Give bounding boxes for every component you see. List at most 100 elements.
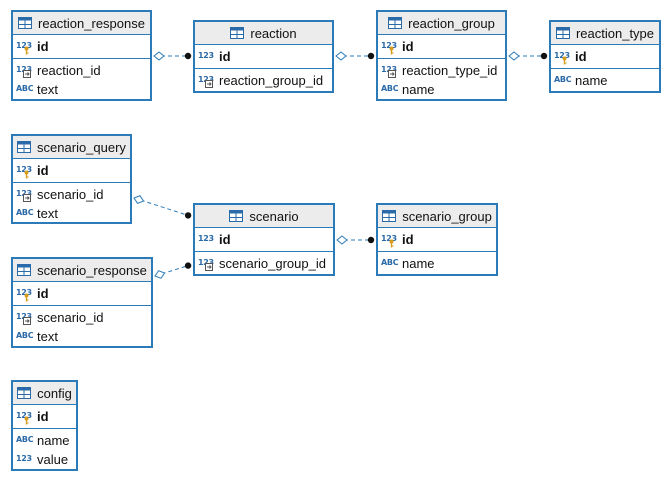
entity-header[interactable]: config — [13, 382, 76, 405]
entity-header[interactable]: scenario_group — [378, 205, 496, 228]
numeric-type-icon: 123 — [16, 40, 34, 54]
numeric-type-icon: 123 — [16, 64, 34, 78]
field-name: name — [402, 82, 435, 97]
table-icon — [555, 27, 570, 39]
primary-key-icon — [24, 46, 29, 54]
numeric-type-icon: 123 — [381, 40, 399, 54]
numeric-type-icon: 123 — [16, 410, 34, 424]
text-type-icon: ABC — [16, 434, 34, 444]
numeric-type-icon: 123 — [198, 50, 214, 60]
connector-scenario_response-to-scenario — [154, 262, 192, 279]
connector-reaction_group-to-reaction_type — [508, 51, 548, 61]
table-icon — [388, 17, 403, 29]
diamond-marker — [153, 51, 165, 61]
field-name: reaction_type_id — [402, 63, 498, 78]
field-name: name — [575, 73, 608, 88]
connector-reaction-to-reaction_group — [335, 51, 375, 61]
entity-header[interactable]: reaction_type — [551, 22, 659, 45]
field-name: text — [37, 206, 58, 221]
field-name: name — [402, 256, 435, 271]
entity-header[interactable]: scenario_query — [13, 136, 130, 159]
field-name: name — [37, 433, 70, 448]
table-icon — [18, 17, 33, 29]
entity-header[interactable]: reaction_response — [13, 12, 150, 35]
entity-header[interactable]: reaction — [195, 22, 332, 45]
foreign-key-icon — [388, 69, 396, 78]
connector-reaction_response-to-reaction — [153, 51, 192, 61]
connector-scenario_query-to-scenario — [133, 195, 192, 219]
entity-header[interactable]: scenario_response — [13, 259, 151, 282]
entity-title: scenario_response — [37, 262, 147, 278]
dot-marker — [540, 52, 548, 60]
foreign-key-icon — [205, 262, 213, 271]
primary-key-icon — [562, 56, 567, 64]
entity-title: scenario_group — [402, 208, 492, 224]
entity-title: scenario — [249, 208, 299, 224]
foreign-key-icon — [205, 79, 213, 88]
diamond-marker — [335, 51, 347, 61]
field-name: id — [37, 163, 49, 178]
field-name: id — [219, 232, 231, 247]
entity-title: reaction — [250, 25, 297, 41]
field-name: id — [575, 49, 587, 64]
entity-header[interactable]: reaction_group — [378, 12, 505, 35]
table-icon — [230, 27, 245, 39]
entity-title: config — [37, 385, 72, 401]
numeric-type-icon: 123 — [16, 453, 32, 463]
field-name: id — [37, 39, 49, 54]
primary-key-icon — [24, 416, 29, 424]
dot-marker — [184, 52, 192, 60]
text-type-icon: ABC — [16, 207, 34, 217]
entity-title: reaction_response — [38, 15, 145, 31]
dot-marker — [184, 262, 192, 269]
entity-header[interactable]: scenario — [195, 205, 333, 228]
dot-marker — [367, 52, 375, 60]
diamond-marker — [336, 235, 348, 245]
